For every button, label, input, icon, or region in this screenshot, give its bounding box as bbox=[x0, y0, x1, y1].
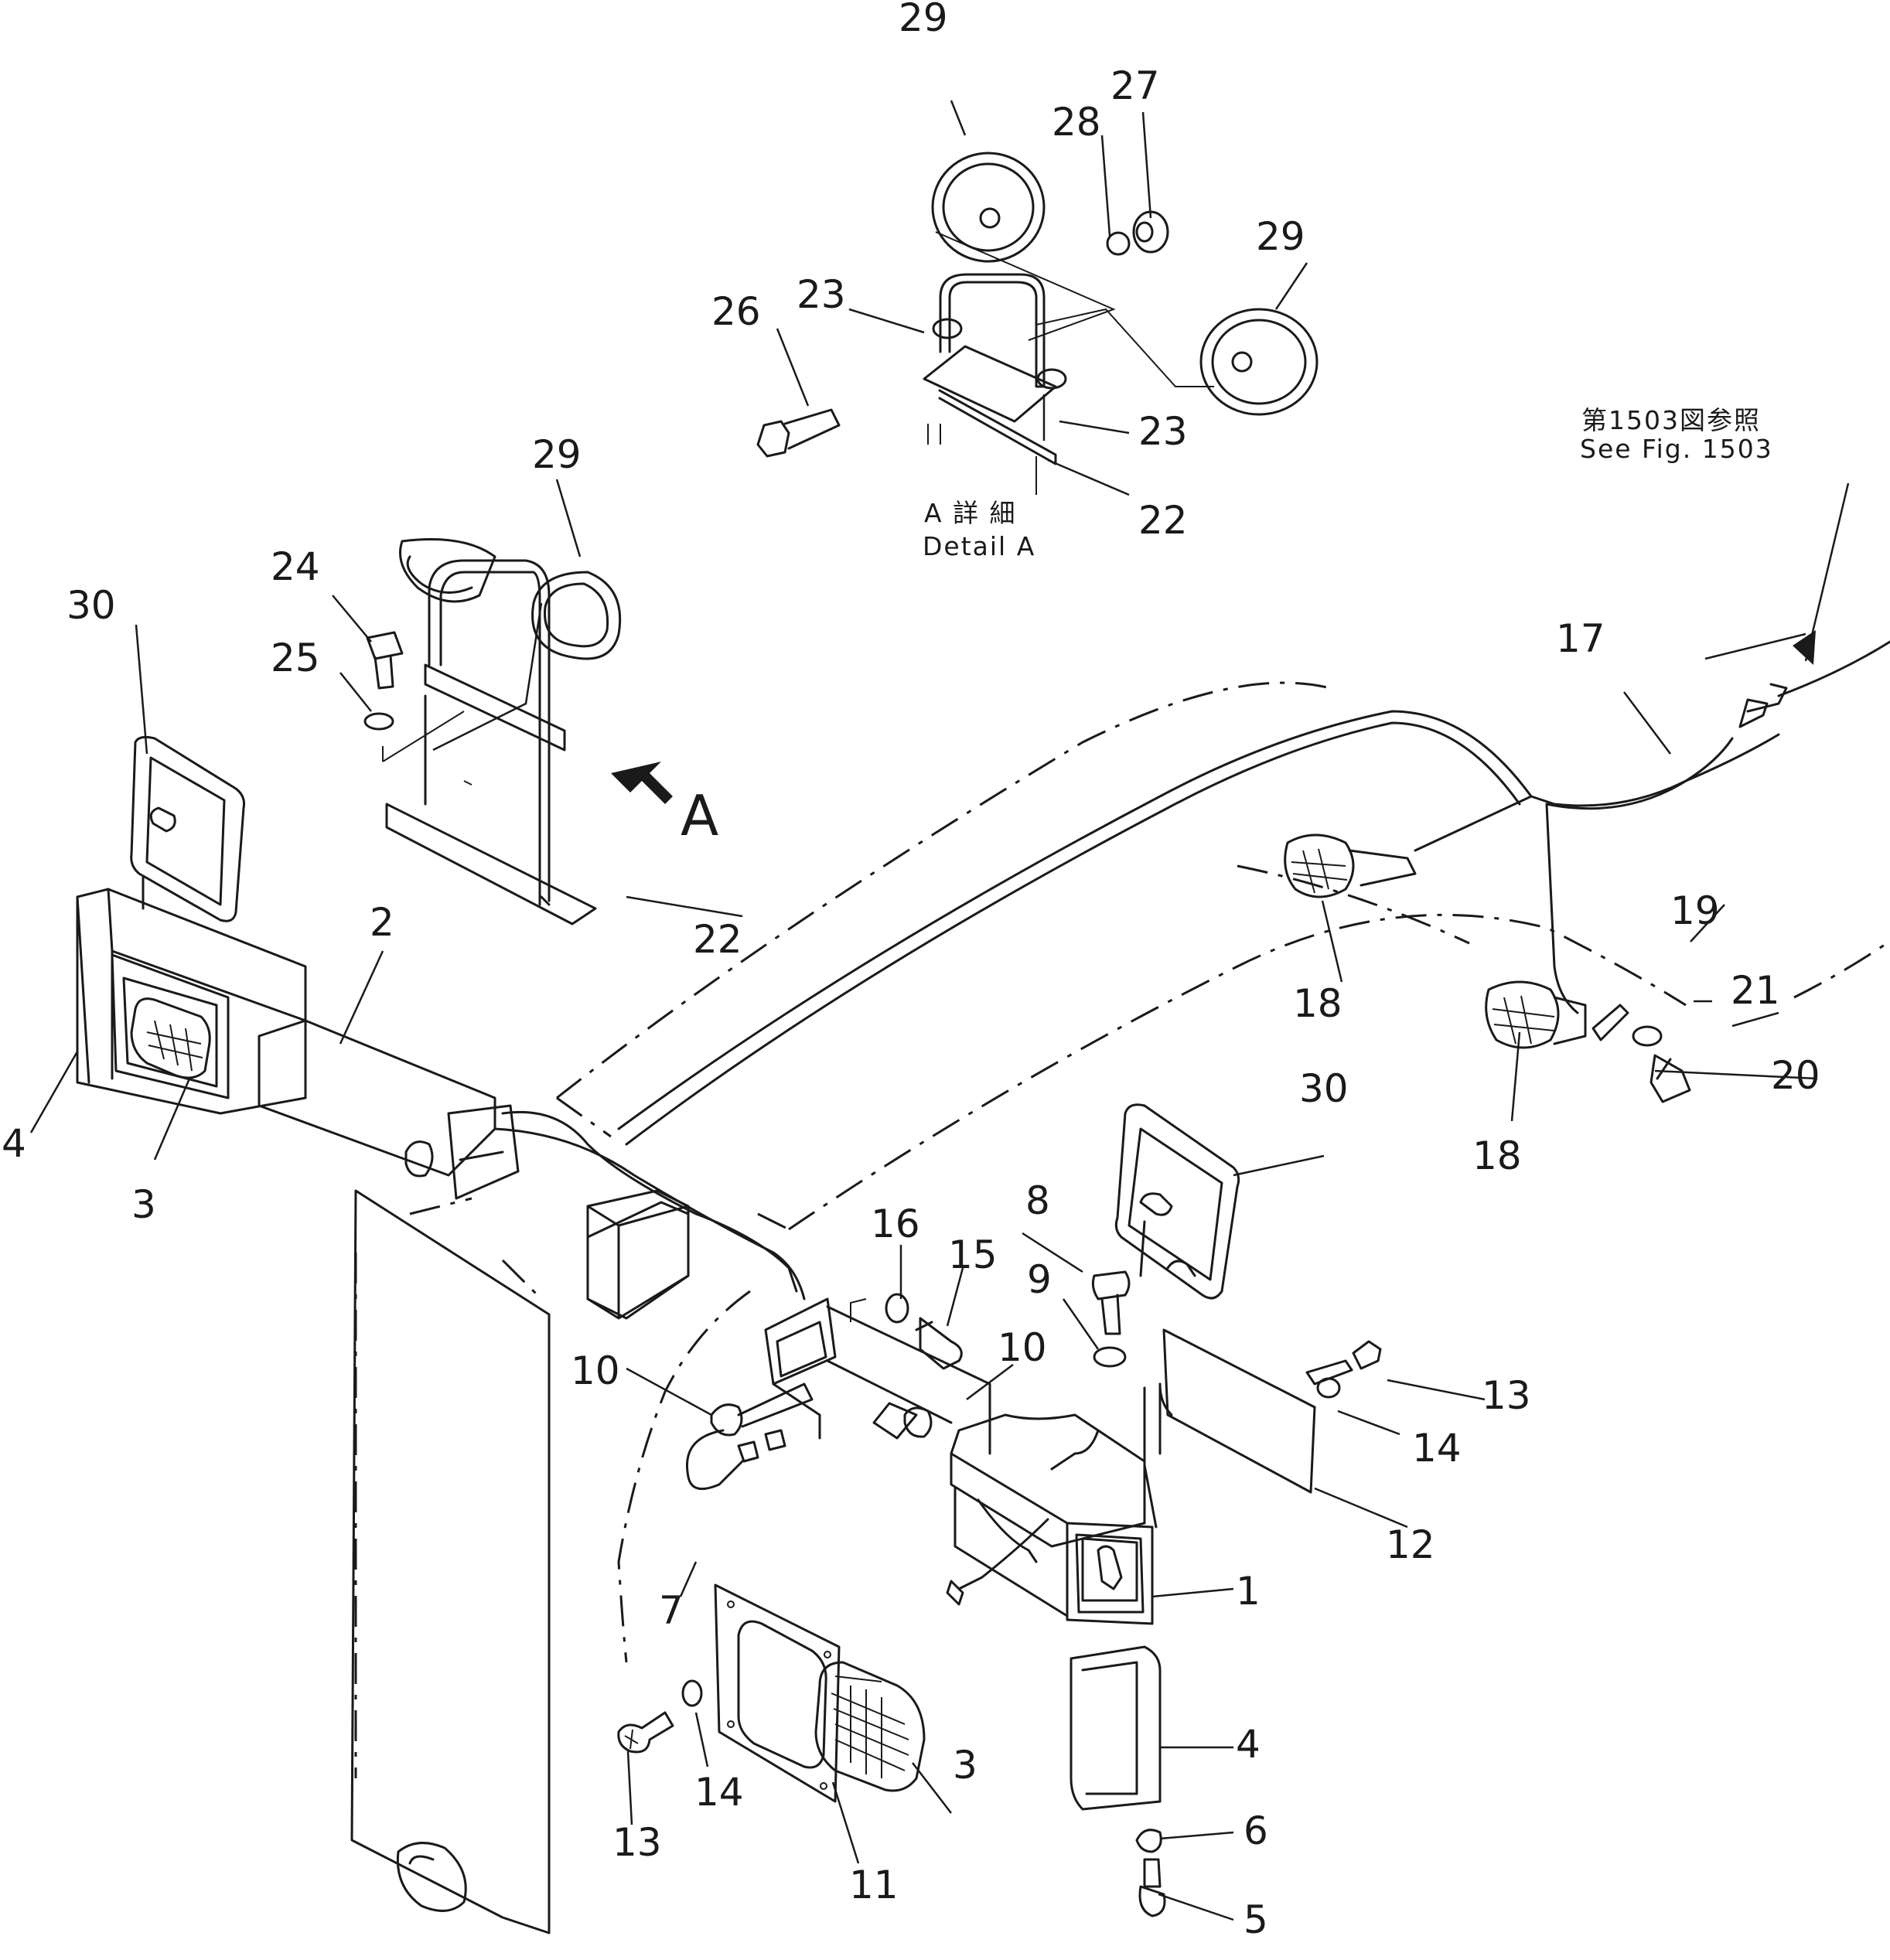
reference-label-jp: 第1503図参照 bbox=[1581, 405, 1761, 435]
callout-25: 25 bbox=[271, 636, 320, 680]
grommet-10-left bbox=[710, 1403, 743, 1437]
callout-4-right: 4 bbox=[1236, 1722, 1261, 1767]
detail-label-en: Detail A bbox=[923, 531, 1035, 561]
bolt-8 bbox=[1091, 1270, 1131, 1335]
callout-26: 26 bbox=[711, 289, 761, 334]
callout-2: 2 bbox=[370, 900, 394, 945]
lens-3-right bbox=[814, 1661, 926, 1792]
lamp-29-detail-left bbox=[931, 152, 1046, 263]
callout-22-left: 22 bbox=[693, 917, 742, 962]
detail-label-jp: A 詳 細 bbox=[924, 498, 1017, 528]
harness-7 bbox=[686, 1429, 744, 1491]
callout-8: 8 bbox=[1025, 1178, 1050, 1223]
washer-14-left bbox=[681, 1679, 703, 1707]
callout-3-right: 3 bbox=[953, 1743, 977, 1788]
callout-12: 12 bbox=[1386, 1522, 1435, 1567]
bracket-19 bbox=[1591, 1004, 1629, 1041]
reference-arrow-head bbox=[1793, 630, 1816, 665]
right-harness-group bbox=[1284, 640, 1890, 1103]
callout-23-upper: 23 bbox=[797, 272, 846, 317]
callout-29-top: 29 bbox=[899, 0, 948, 40]
callout-labels: 29 27 28 29 23 26 23 22 29 24 30 25 22 2… bbox=[2, 0, 1820, 1942]
screw-5 bbox=[1138, 1858, 1166, 1917]
screw-13-left bbox=[617, 1711, 674, 1754]
gasket-11 bbox=[714, 1583, 841, 1803]
lamp-bracket-assembly bbox=[363, 538, 622, 925]
screw-13-right bbox=[1305, 1340, 1382, 1386]
callout-23-lower: 23 bbox=[1138, 409, 1188, 454]
callout-10-left: 10 bbox=[571, 1348, 620, 1393]
callout-13-right: 13 bbox=[1482, 1373, 1531, 1418]
callout-18-lower: 18 bbox=[1472, 1133, 1522, 1178]
harness-17 bbox=[1545, 683, 1788, 810]
callout-6: 6 bbox=[1244, 1808, 1268, 1853]
callout-30-right: 30 bbox=[1299, 1066, 1349, 1111]
callout-22-detail: 22 bbox=[1138, 498, 1188, 543]
grommet-10-right bbox=[903, 1406, 933, 1438]
lamp-housing-1 bbox=[950, 1413, 1146, 1548]
callout-30-left: 30 bbox=[67, 583, 116, 628]
bolt-26 bbox=[756, 408, 841, 458]
lamp-18-lower bbox=[1485, 980, 1560, 1049]
detail-a-group bbox=[756, 152, 1319, 495]
callout-1: 1 bbox=[1236, 1569, 1261, 1614]
washer-6 bbox=[1135, 1829, 1162, 1853]
callout-14-right: 14 bbox=[1412, 1426, 1462, 1471]
callout-15: 15 bbox=[948, 1232, 998, 1277]
washer-25 bbox=[363, 712, 394, 731]
callout-29-right: 29 bbox=[1256, 214, 1305, 259]
center-parts bbox=[586, 1201, 1382, 1803]
box-center bbox=[586, 1201, 690, 1320]
callout-28: 28 bbox=[1052, 100, 1101, 145]
callout-3-left: 3 bbox=[131, 1182, 156, 1227]
main-boom bbox=[350, 681, 1780, 1934]
callout-17: 17 bbox=[1556, 616, 1605, 661]
cover-4-right bbox=[1070, 1645, 1162, 1811]
callout-16: 16 bbox=[871, 1202, 920, 1246]
callout-14-left: 14 bbox=[694, 1770, 744, 1815]
right-lamp-assembly bbox=[946, 1103, 1316, 1917]
lamp-29-detail-right bbox=[1199, 308, 1319, 416]
bracket-22-detail bbox=[939, 273, 1046, 388]
callout-29-left: 29 bbox=[532, 432, 582, 477]
callout-27: 27 bbox=[1110, 63, 1160, 108]
callout-5: 5 bbox=[1244, 1897, 1268, 1942]
plate-12 bbox=[1162, 1328, 1316, 1494]
callout-21: 21 bbox=[1731, 968, 1780, 1013]
callout-20: 20 bbox=[1771, 1053, 1820, 1098]
callout-13-left: 13 bbox=[612, 1820, 662, 1865]
left-lamp-assembly bbox=[76, 735, 520, 1200]
washer-14-right bbox=[1316, 1377, 1341, 1399]
callout-10-right: 10 bbox=[998, 1325, 1047, 1370]
washer-16 bbox=[885, 1293, 909, 1324]
callout-7: 7 bbox=[659, 1588, 684, 1633]
washer-28 bbox=[1106, 231, 1131, 256]
lens-3-left bbox=[130, 997, 211, 1079]
washer-9 bbox=[1093, 1346, 1127, 1368]
mirror-30-left bbox=[130, 735, 245, 922]
bolt-15 bbox=[915, 1317, 963, 1370]
leader-lines bbox=[29, 100, 1850, 1921]
mirror-30-right bbox=[1114, 1103, 1240, 1300]
lamp-18-upper bbox=[1284, 833, 1355, 898]
view-arrow-label: A bbox=[681, 783, 718, 848]
arm-2 bbox=[258, 1019, 496, 1177]
callout-11: 11 bbox=[849, 1863, 899, 1907]
view-arrow-a bbox=[611, 762, 673, 804]
washer-21 bbox=[1632, 1025, 1663, 1047]
bolt-24 bbox=[366, 631, 404, 690]
callout-19: 19 bbox=[1670, 888, 1720, 933]
callout-24: 24 bbox=[271, 544, 320, 589]
callout-18-upper: 18 bbox=[1293, 981, 1342, 1026]
bolt-20 bbox=[1649, 1054, 1691, 1103]
reference-label-en: See Fig. 1503 bbox=[1580, 434, 1773, 464]
callout-4-left: 4 bbox=[2, 1121, 26, 1166]
callout-9: 9 bbox=[1027, 1257, 1052, 1302]
